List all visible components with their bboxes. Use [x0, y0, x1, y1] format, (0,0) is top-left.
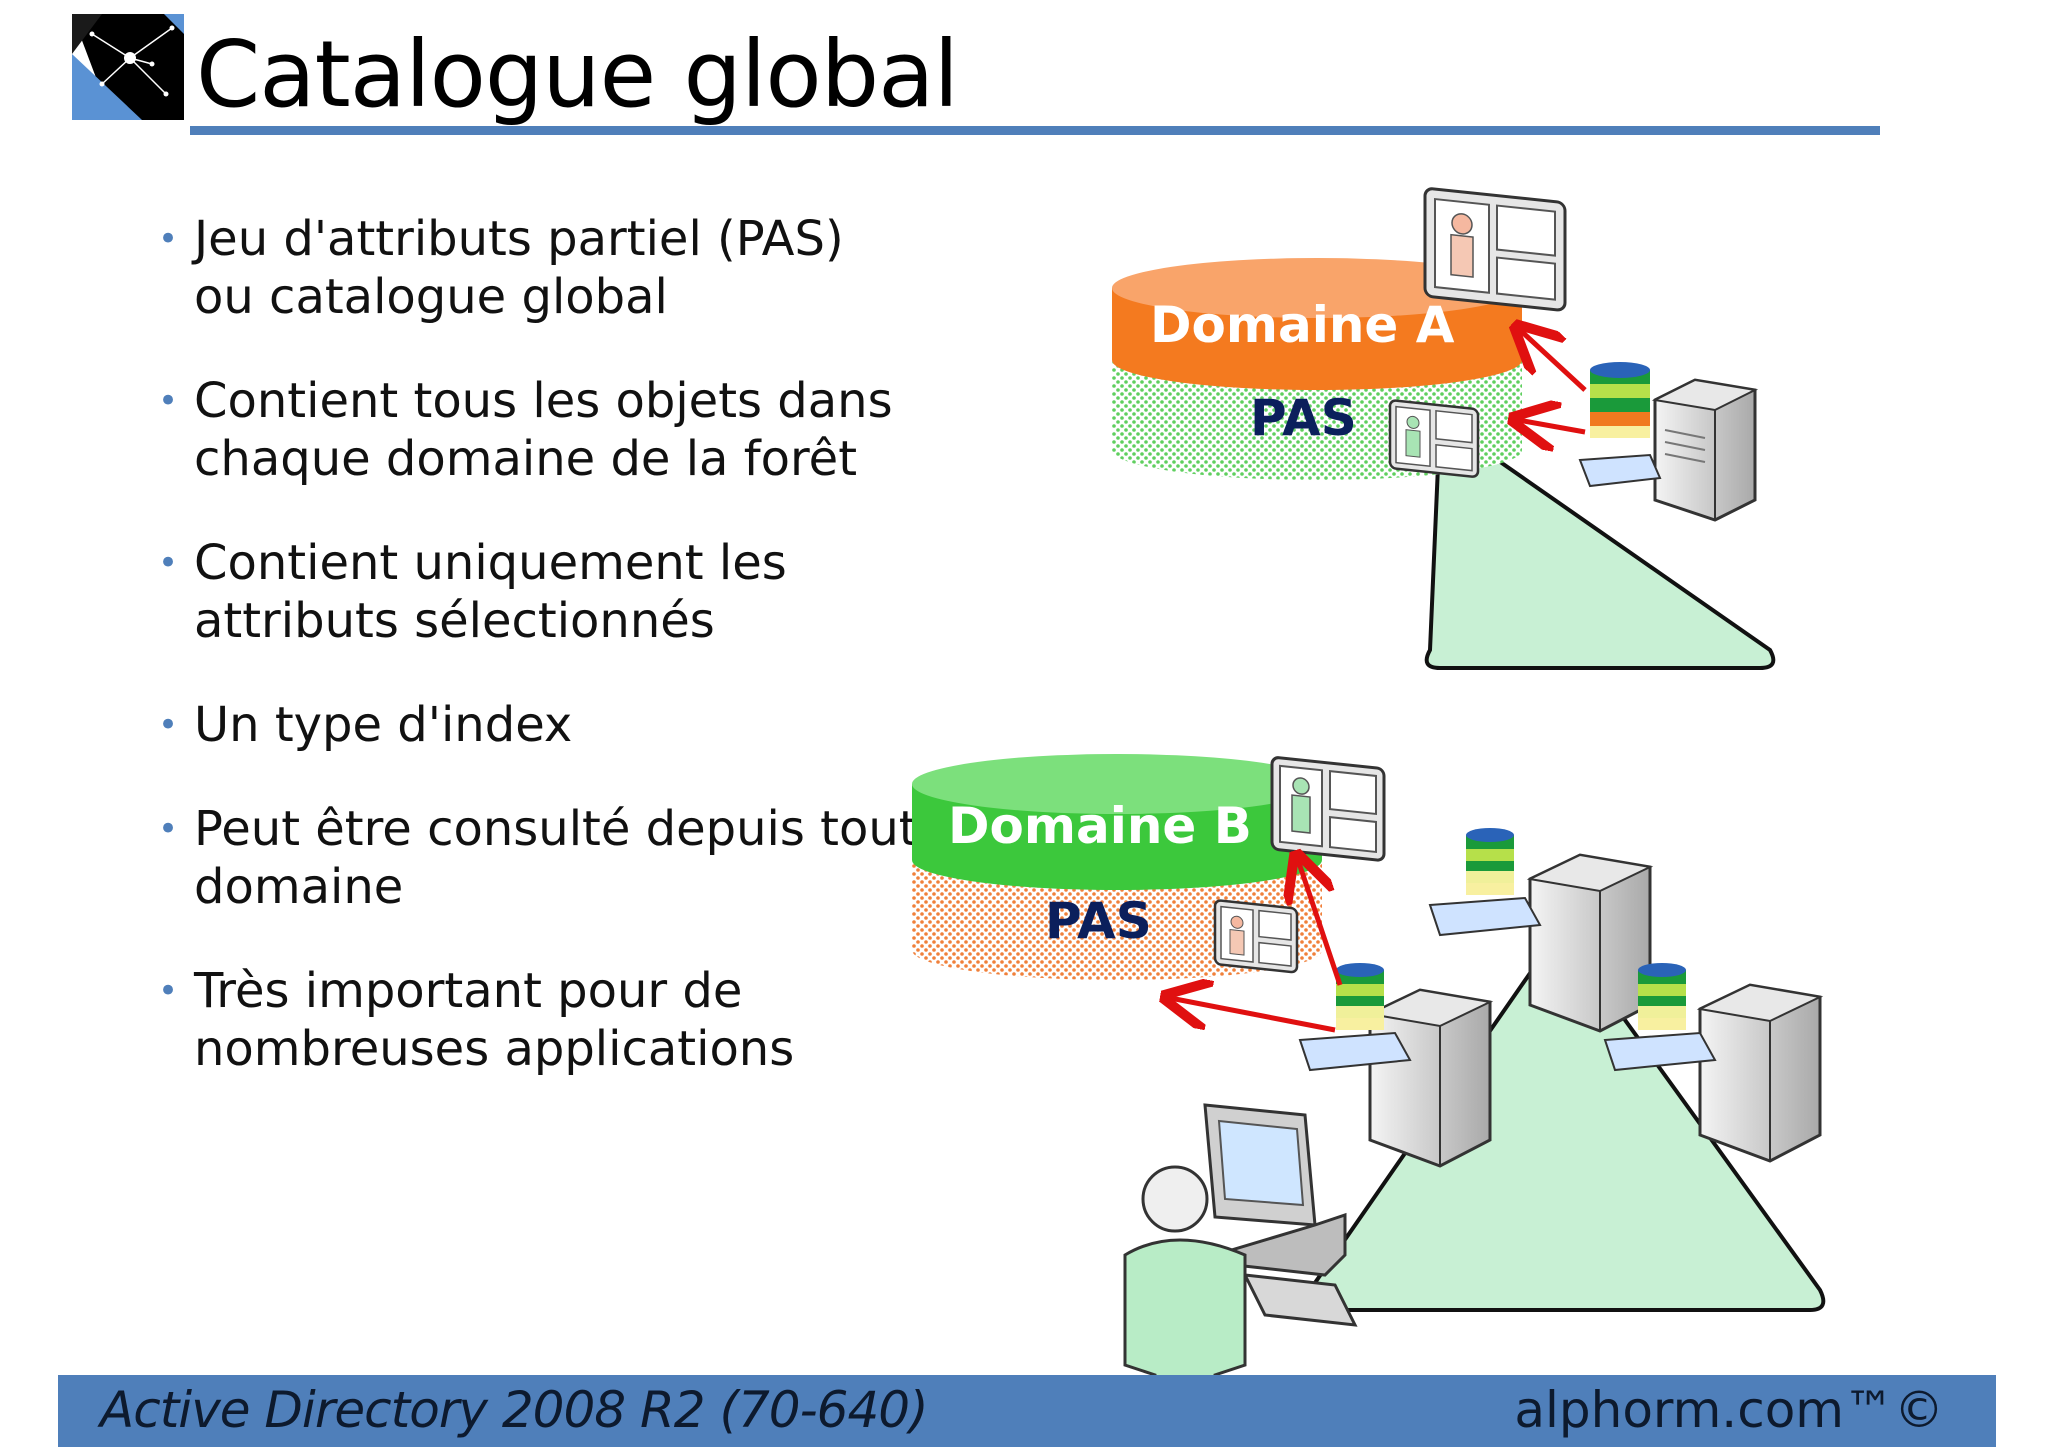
domain-a-pas-label: PAS: [1250, 389, 1357, 447]
domain-a-group: Domaine A PAS: [1112, 187, 1776, 670]
user-card-icon: [1213, 899, 1299, 974]
user-card-icon: [1423, 187, 1567, 312]
domain-b-cylinder: Domaine B PAS: [912, 754, 1322, 980]
server-icon: [1651, 378, 1759, 522]
bullet-item: Jeu d'attributs partiel (PAS) ou catalog…: [158, 210, 918, 326]
domain-b-pas-label: PAS: [1045, 892, 1152, 950]
server-tray: [1578, 453, 1662, 488]
page-title: Catalogue global: [196, 21, 959, 128]
domain-a-label: Domaine A: [1150, 296, 1455, 354]
server-icon: [1526, 853, 1654, 1033]
bullet-item: Contient tous les objets dans chaque dom…: [158, 372, 918, 488]
footer-course-title: Active Directory 2008 R2 (70-640): [100, 1381, 929, 1439]
title-divider: [190, 126, 1880, 135]
workstation-icon: [1203, 1103, 1358, 1327]
database-icon: [1590, 362, 1650, 438]
server-icon: [1696, 983, 1824, 1163]
bullet-item: Très important pour de nombreuses applic…: [158, 962, 918, 1078]
server-tray: [1298, 1031, 1412, 1072]
bullet-list: Jeu d'attributs partiel (PAS) ou catalog…: [158, 210, 918, 1124]
arrow-icon: [1298, 860, 1343, 986]
arrow-icon: [1520, 330, 1587, 392]
domain-b-group: Domaine B PAS: [912, 754, 1826, 1427]
bullet-item: Un type d'index: [158, 696, 918, 754]
database-icon: [1466, 828, 1514, 895]
domain-b-label: Domaine B: [948, 797, 1252, 855]
footer-bar: Active Directory 2008 R2 (70-640) alphor…: [58, 1375, 1996, 1447]
arrow-icon: [1518, 420, 1586, 432]
bullet-item: Contient uniquement les attributs sélect…: [158, 534, 918, 650]
domain-a-triangle: [1424, 416, 1776, 670]
bullet-item: Peut être consulté depuis tout domaine: [158, 800, 918, 916]
logo-icon: [72, 14, 184, 120]
server-icon: [1366, 988, 1494, 1168]
footer-brand: alphorm.com™©: [1514, 1381, 1944, 1439]
database-icon: [1638, 963, 1686, 1030]
user-card-icon: [1388, 399, 1480, 478]
user-card-icon: [1270, 756, 1386, 862]
arrow-icon: [1170, 998, 1336, 1033]
domain-a-cylinder: Domaine A PAS: [1112, 258, 1522, 480]
database-icon: [1336, 963, 1384, 1030]
server-tray: [1603, 1031, 1717, 1072]
server-tray: [1428, 896, 1542, 937]
